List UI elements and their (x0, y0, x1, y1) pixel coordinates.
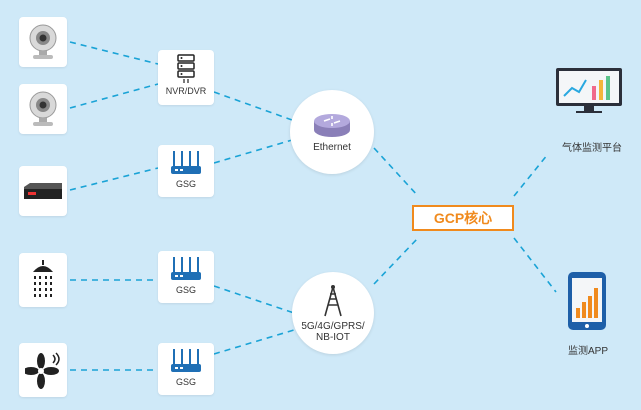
phone-chart-icon (568, 272, 606, 330)
gsg-label-2: GSG (175, 285, 196, 295)
monitor-chart-icon (556, 68, 622, 113)
link-nvr-ethernet (213, 91, 293, 121)
link-ethernet-core (373, 147, 419, 197)
ventilation-fan-icon (25, 352, 60, 389)
webcam-icon (29, 24, 57, 59)
link-gsg3-cellular (213, 329, 295, 355)
gcp-core-box: GCP核心 (412, 205, 514, 231)
cellular-label-1: 5G/4G/GPRS/ (301, 321, 365, 332)
cellular-node: 5G/4G/GPRS/ NB-IOT (292, 272, 374, 354)
gsg-label-3: GSG (175, 377, 196, 387)
camera-device-1 (19, 17, 67, 67)
link-camera2-nvr (69, 83, 159, 109)
wifi-router-icon (171, 257, 201, 280)
wifi-router-icon (171, 151, 201, 174)
nvr-dvr-box: NVR/DVR (158, 50, 214, 105)
platform-label: 气体监测平台 (562, 143, 622, 154)
link-core-app (513, 237, 557, 293)
app-label: 监测APP (568, 346, 609, 357)
dvr-device (19, 166, 67, 216)
link-core-platform (513, 153, 549, 197)
gsg-box-2: GSG (158, 251, 214, 303)
wifi-router-icon (171, 349, 201, 372)
platform-monitor (554, 66, 624, 119)
shower-icon (33, 260, 53, 300)
ethernet-label: Ethernet (313, 141, 351, 153)
app-phone (566, 270, 608, 337)
gsg-label-1: GSG (175, 179, 196, 189)
ethernet-node: Ethernet (290, 90, 374, 174)
webcam-icon (29, 91, 57, 126)
link-gsg1-ethernet (213, 139, 293, 164)
fan-device (19, 343, 67, 397)
link-gsg2-cellular (213, 285, 295, 314)
link-camera1-nvr (69, 41, 159, 65)
server-icon (177, 54, 195, 83)
camera-device-2 (19, 84, 67, 134)
cell-tower-icon (324, 285, 342, 317)
gsg-box-3: GSG (158, 343, 214, 395)
dvr-recorder-icon (24, 183, 62, 199)
shower-device (19, 253, 67, 307)
gsg-box-1: GSG (158, 145, 214, 197)
link-cellular-core (373, 237, 419, 285)
nvr-dvr-label: NVR/DVR (165, 86, 207, 96)
cellular-label-2: NB-IOT (316, 332, 350, 343)
network-router-icon (314, 113, 350, 137)
link-dvr-gsg1 (69, 167, 159, 191)
